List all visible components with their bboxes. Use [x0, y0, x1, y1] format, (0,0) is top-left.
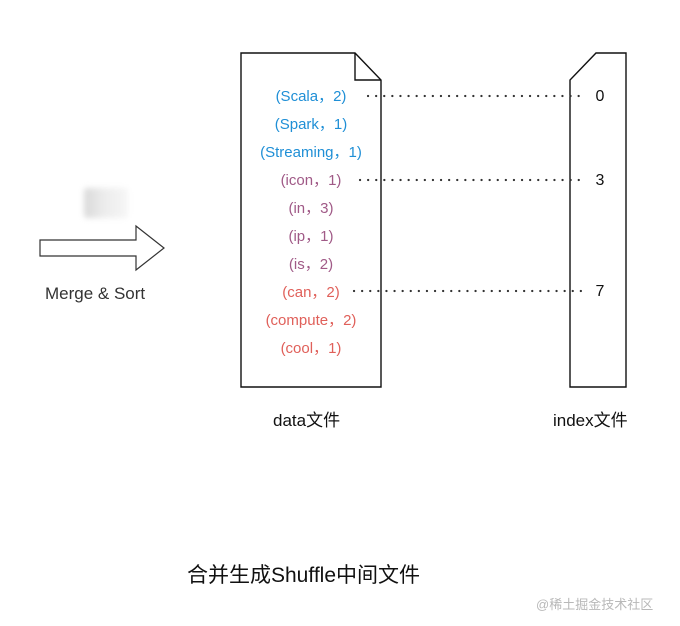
- data-file-shape: [240, 52, 382, 388]
- merge-sort-label: Merge & Sort: [45, 284, 146, 303]
- data-file-label: data文件: [273, 411, 341, 430]
- data-entry: (can，2): [282, 284, 340, 301]
- data-entry: (is，2): [288, 256, 334, 273]
- data-entry: (ip，1): [288, 228, 334, 245]
- index-file-label: index文件: [553, 411, 628, 430]
- data-entry: (cool，1): [280, 340, 342, 357]
- caption: 合并生成Shuffle中间文件: [187, 564, 420, 587]
- data-entry: (Scala，2): [275, 88, 347, 105]
- data-entry: (icon，1): [280, 172, 342, 189]
- data-entry: (in，3): [288, 200, 334, 217]
- index-value-0: 0: [595, 88, 605, 105]
- data-entry: (compute，2): [265, 312, 357, 329]
- index-file-shape: [569, 52, 627, 388]
- data-entry: (Streaming，1): [260, 144, 362, 161]
- index-value-7: 7: [595, 283, 605, 300]
- watermark: @稀土掘金技术社区: [536, 597, 654, 612]
- data-entry: (Spark，1): [274, 116, 348, 133]
- merge-arrow: [39, 224, 165, 272]
- index-value-3: 3: [595, 172, 605, 189]
- blurred-image: [84, 188, 128, 218]
